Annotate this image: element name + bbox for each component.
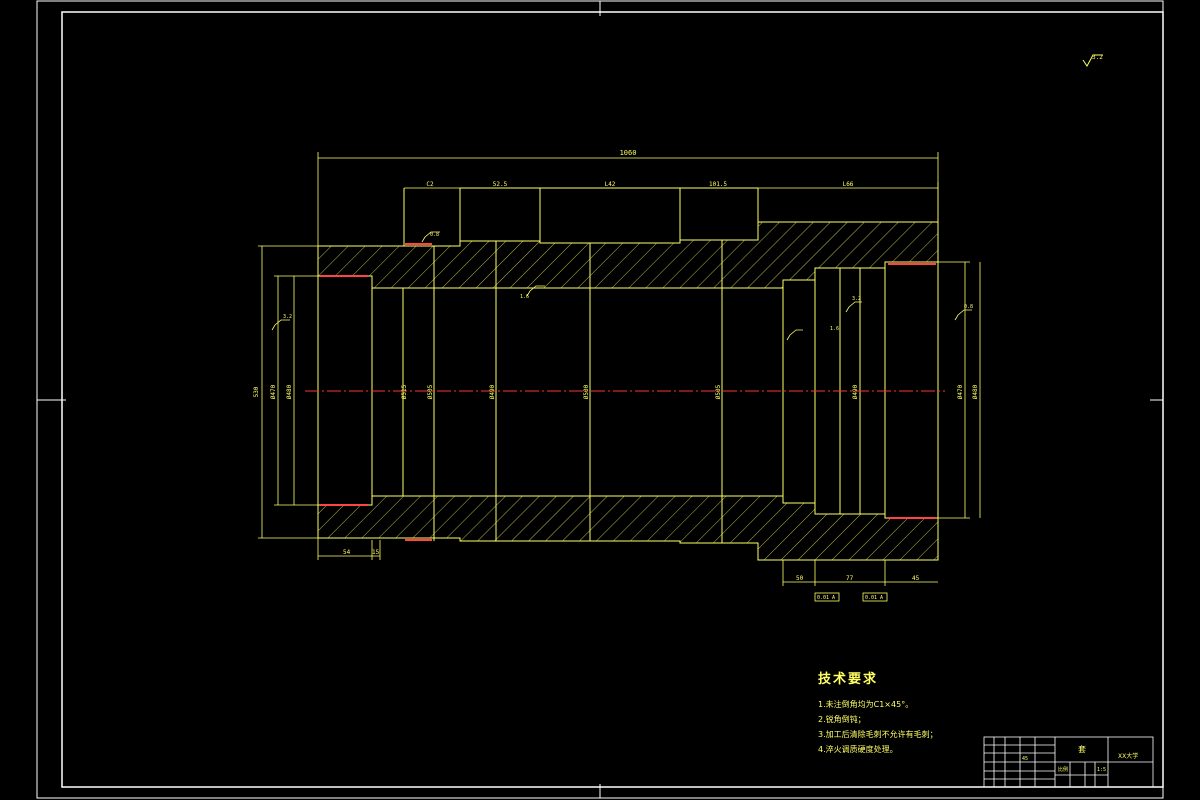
bottom-dim-1: 54 — [343, 549, 351, 556]
tolerance-2: 0.01 A — [865, 595, 883, 601]
right-diameter-dimensions — [938, 261, 981, 519]
diameter-left-2: Ø470 — [270, 384, 277, 399]
diameter-right-4: Ø480 — [972, 384, 979, 399]
technical-requirement-item: 3.加工后清除毛刺不允许有毛刺； — [818, 730, 938, 739]
section-hatch-top — [317, 221, 939, 289]
diameter-right-2: Ø490 — [852, 384, 859, 399]
diameter-center-3: Ø490 — [489, 384, 496, 399]
segment-length-5: L66 — [843, 181, 854, 188]
title-block — [983, 736, 1154, 788]
segment-length-2: 52.5 — [493, 181, 508, 188]
segment-length-3: L42 — [605, 181, 616, 188]
tolerance-boxes — [814, 592, 888, 602]
surface-finish-symbol-top: 3.2 — [1082, 54, 1103, 67]
bottom-dimension-lines — [317, 538, 938, 586]
technical-requirements: 技术要求 1.未注倒角均为C1×45°。 2.锐角倒钝； 3.加工后清除毛刺不允… — [818, 668, 938, 757]
finish-mark-2: 1.6 — [520, 294, 529, 300]
technical-requirements-title: 技术要求 — [818, 672, 879, 687]
bottom-dim-2: 15 — [372, 549, 380, 556]
finish-mark-4: 1.6 — [830, 326, 839, 332]
segment-dimension-line — [404, 182, 939, 222]
section-hatch-bottom — [317, 495, 939, 561]
diameter-center-2: Ø505 — [427, 384, 434, 399]
bottom-dim-5: 45 — [912, 575, 920, 582]
diameter-left-3: Ø480 — [286, 384, 293, 399]
segment-length-1: C2 — [426, 181, 434, 188]
finish-mark-6: 0.8 — [964, 304, 973, 310]
overall-length-label: 1060 — [620, 149, 637, 157]
technical-requirement-item: 2.锐角倒钝； — [818, 715, 866, 724]
left-diameter-dimensions — [258, 245, 318, 539]
sheet-border — [36, 0, 1164, 799]
drawing-frame — [61, 11, 1164, 788]
surface-finish-value: 3.2 — [1092, 54, 1103, 61]
finish-highlights — [320, 243, 936, 541]
diameter-center-1: Ø515 — [401, 384, 408, 399]
title-block-company: XX大学 — [1118, 752, 1138, 760]
bottom-dim-3: 50 — [796, 575, 804, 582]
title-block-scale: 1:5 — [1097, 767, 1106, 773]
finish-mark-3: 3.2 — [283, 314, 292, 320]
title-block-material: 45 — [1022, 756, 1028, 762]
diameter-left-1: 530 — [253, 386, 260, 397]
segment-length-4: 101.5 — [709, 181, 727, 188]
bottom-dim-4: 77 — [846, 575, 854, 582]
technical-requirement-item: 1.未注倒角均为C1×45°。 — [818, 700, 914, 709]
tolerance-1: 0.01 A — [817, 595, 835, 601]
title-block-part-name: 套 — [1078, 744, 1086, 754]
diameter-center-4: Ø500 — [583, 384, 590, 399]
technical-requirement-item: 4.淬火调质硬度处理。 — [818, 745, 898, 754]
diameter-right-1: Ø505 — [715, 384, 722, 399]
diameter-right-3: Ø470 — [957, 384, 964, 399]
title-block-scale-label: 比例 — [1058, 766, 1068, 773]
finish-mark-5: 3.2 — [852, 296, 861, 302]
finish-mark-group — [271, 231, 972, 341]
finish-mark-1: 0.8 — [430, 232, 439, 238]
